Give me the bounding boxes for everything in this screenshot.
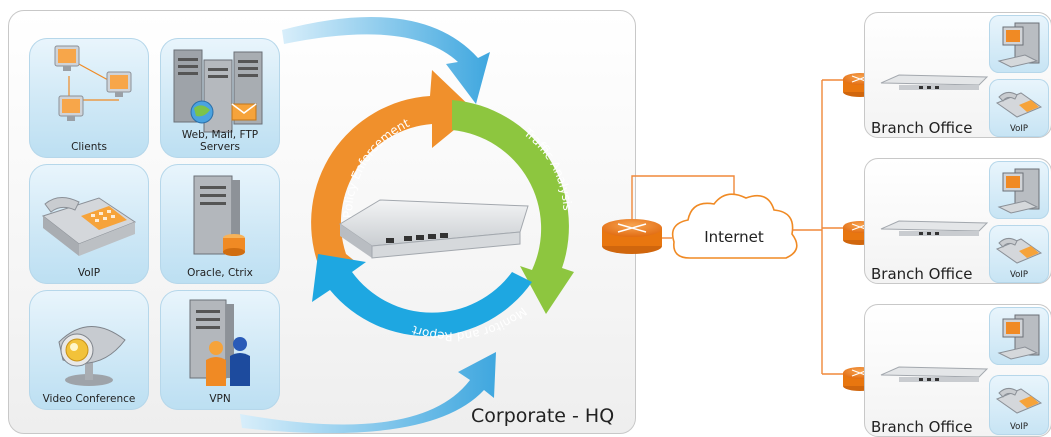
branch-links (792, 79, 846, 375)
branch-appliance-icon (880, 366, 989, 382)
ip-phone-icon (995, 91, 1043, 118)
voip-caption: VoIP (77, 267, 101, 279)
servers-caption-line2: Servers (200, 141, 240, 153)
servers-caption-line1: Web, Mail, FTP (181, 129, 259, 141)
vpn-tile: VPN (160, 290, 280, 410)
oracle-tile: Oracle, Ctrix (160, 164, 280, 284)
corporate-hq-label: Corporate - HQ (471, 405, 615, 427)
branch-appliance-icon (880, 74, 989, 90)
monitor-and-report-arc (312, 254, 532, 337)
servers-icon (173, 49, 263, 133)
bottom-flow-arrow (240, 352, 496, 434)
servers-tile: Web, Mail, FTP Servers (160, 38, 280, 158)
hq-internet-links (631, 175, 735, 239)
vpn-caption: VPN (209, 393, 231, 405)
branch-office-label: Branch Office (871, 418, 973, 436)
branch-office-panel: VoIP Branch Office (864, 12, 1051, 138)
desktop-computer-icon (997, 314, 1040, 360)
voip-tile: VoIP (29, 164, 149, 284)
branch-voip-caption: VoIP (1010, 422, 1028, 432)
video-conference-caption: Video Conference (42, 393, 136, 405)
client-computers-icon (54, 45, 132, 121)
desktop-computer-icon (997, 22, 1040, 68)
internet-cloud-icon (671, 193, 798, 259)
ip-phone-icon (41, 197, 137, 256)
branch-office-panel: VoIP Branch Office (864, 304, 1051, 437)
ip-phone-icon (995, 387, 1043, 414)
database-server-icon (193, 175, 245, 256)
branch-office-panel: VoIP Branch Office (864, 158, 1051, 284)
oracle-caption: Oracle, Ctrix (187, 267, 253, 279)
branch-voip-caption: VoIP (1010, 270, 1028, 280)
branch-office-label: Branch Office (871, 265, 973, 283)
branch-voip-tile: VoIP (989, 79, 1049, 137)
central-appliance-icon (339, 199, 529, 259)
branch-appliance-icon (880, 220, 989, 236)
top-flow-arrow (282, 17, 490, 104)
vpn-server-users-icon (189, 299, 250, 386)
ip-phone-icon (995, 237, 1043, 264)
clients-tile: Clients (29, 38, 149, 158)
desktop-computer-icon (997, 168, 1040, 214)
servers-caption: Web, Mail, FTP Servers (160, 129, 280, 153)
branch-voip-tile: VoIP (989, 225, 1049, 283)
branch-computer-tile (989, 161, 1049, 219)
branch-voip-caption: VoIP (1010, 124, 1028, 134)
internet-label: Internet (704, 228, 764, 246)
branch-office-label: Branch Office (871, 119, 973, 137)
traffic-analysis-arc (452, 100, 574, 314)
clients-caption: Clients (71, 141, 107, 153)
branch-voip-tile: VoIP (989, 375, 1049, 435)
branch-computer-tile (989, 15, 1049, 73)
policy-enforcement-arc (311, 70, 476, 264)
branch-computer-tile (989, 307, 1049, 365)
webcam-icon (58, 326, 126, 386)
hq-router-icon (602, 219, 662, 254)
video-conference-tile: Video Conference (29, 290, 149, 410)
